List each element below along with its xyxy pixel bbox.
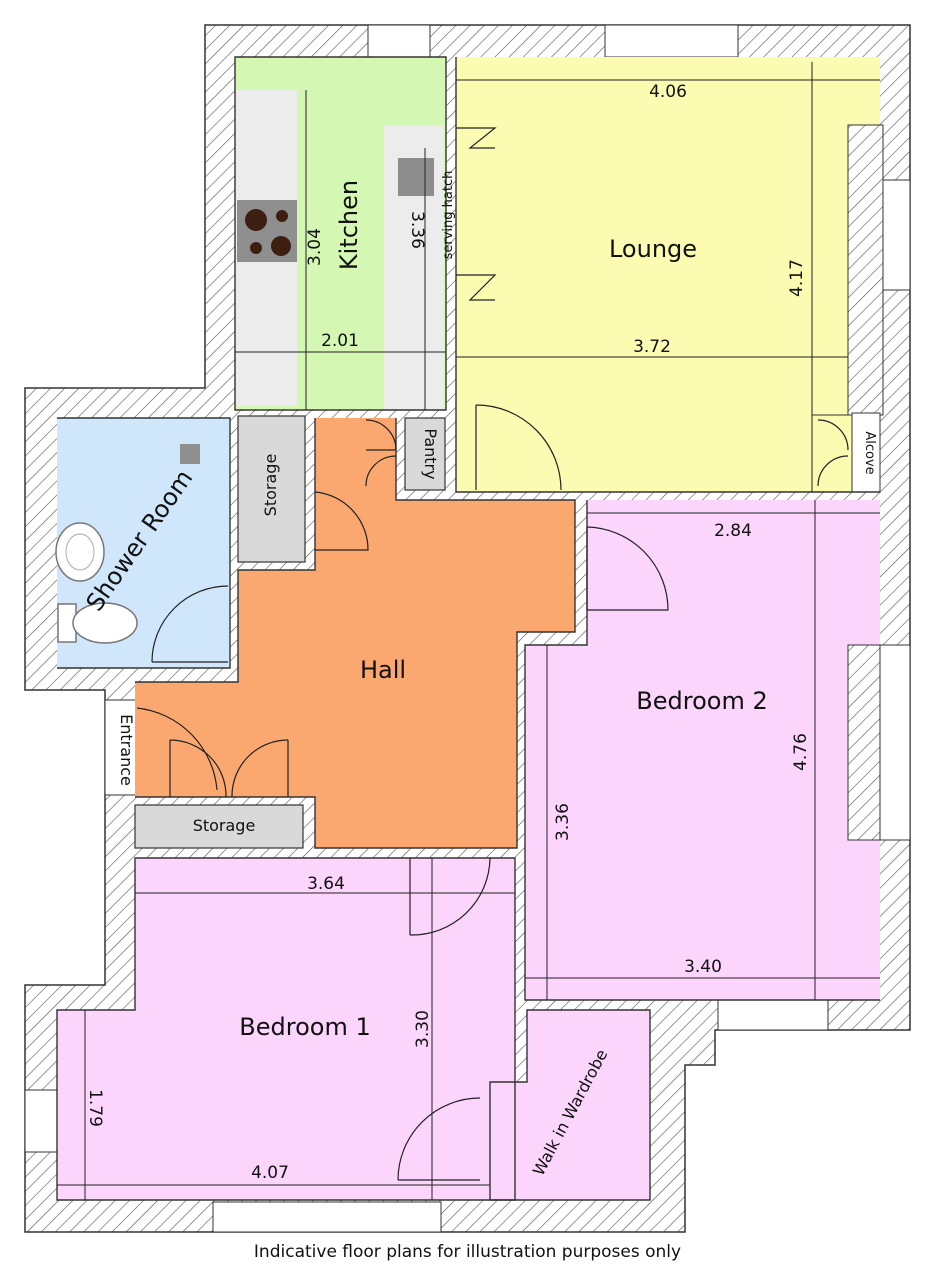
bedroom-2-wall-recess (847, 644, 881, 841)
sink-icon (398, 158, 434, 196)
door-bedroom-1[interactable] (409, 857, 491, 936)
window (717, 999, 829, 1031)
bedroom-2-floor (525, 500, 880, 1000)
window (212, 1201, 442, 1233)
label-storage-bottom: Storage (193, 816, 256, 835)
storage-top (237, 415, 306, 563)
dim-bedroom-2-height: 4.76 (791, 733, 811, 771)
dim-bedroom-2-top: 2.84 (714, 521, 752, 541)
dim-bedroom-1-bottom: 4.07 (251, 1163, 289, 1183)
dim-lounge-top: 4.06 (649, 82, 687, 102)
door-storage-bottom[interactable] (169, 739, 289, 798)
door-shower-room[interactable] (151, 585, 229, 663)
caption: Indicative floor plans for illustration … (253, 1242, 682, 1262)
window (24, 1089, 58, 1153)
door-entrance[interactable] (136, 707, 218, 791)
door-storage-top[interactable] (314, 491, 369, 551)
door-alcove[interactable] (817, 419, 849, 487)
hall-floor (135, 418, 575, 848)
washbasin-icon (55, 522, 105, 582)
bedroom-1-floor (57, 858, 515, 1200)
dim-lounge-bottom: 3.72 (633, 337, 671, 357)
room-label-kitchen: Kitchen (335, 180, 363, 270)
dim-bedroom-1-top: 3.64 (307, 874, 345, 894)
label-serving-hatch: serving hatch (441, 171, 456, 260)
walk-in-wardrobe-floor (490, 1010, 650, 1200)
lounge-floor (456, 57, 880, 492)
door-walk-in-wardrobe[interactable] (397, 1097, 481, 1181)
dimension-lines (57, 62, 880, 1200)
dim-bedroom-2-bottom: 3.40 (684, 957, 722, 977)
room-label-lounge: Lounge (609, 235, 697, 263)
label-storage-top: Storage (261, 454, 280, 517)
hob-icon (237, 200, 297, 262)
door-lounge[interactable] (475, 404, 562, 491)
interior-walls (56, 56, 880, 1201)
room-label-bedroom-1: Bedroom 1 (239, 1013, 370, 1041)
toilet-icon (57, 602, 138, 644)
room-label-hall: Hall (360, 656, 406, 684)
door-bedroom-2[interactable] (586, 526, 669, 611)
dim-bedroom-2-inner: 3.36 (553, 803, 573, 841)
window (367, 24, 431, 58)
pantry-box (404, 417, 446, 491)
window (604, 24, 739, 58)
window (879, 644, 911, 841)
lounge-chimney-breast (847, 124, 884, 416)
dim-kitchen-width: 2.01 (321, 331, 359, 351)
door-pantry[interactable] (365, 419, 397, 487)
window (879, 179, 911, 291)
dim-kitchen-inner: 3.36 (407, 211, 427, 249)
storage-bottom (134, 804, 304, 849)
dim-kitchen-length: 3.04 (305, 228, 325, 266)
room-label-bedroom-2: Bedroom 2 (636, 687, 767, 715)
serving-hatch-shutters[interactable] (456, 127, 497, 301)
label-alcove: Alcove (862, 431, 877, 474)
label-pantry: Pantry (421, 428, 440, 479)
shower-head-icon (180, 444, 200, 464)
dim-bedroom-1-height: 3.30 (413, 1010, 433, 1048)
dim-lounge-height: 4.17 (787, 259, 807, 297)
label-entrance: Entrance (117, 714, 136, 786)
dim-bedroom-1-left: 1.79 (85, 1089, 105, 1127)
